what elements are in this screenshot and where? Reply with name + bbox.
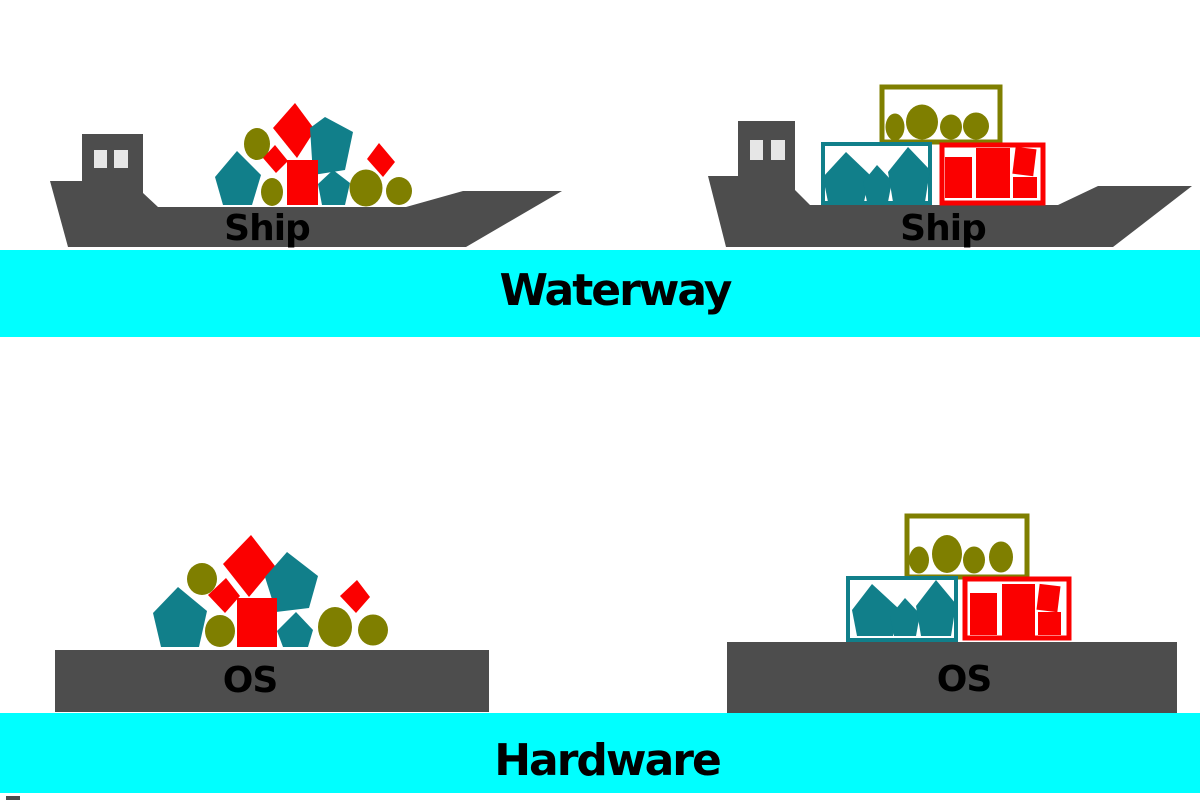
red-box-cargo	[1002, 584, 1035, 636]
waterway-label: Waterway	[500, 265, 732, 316]
hardware-rect	[0, 713, 1200, 793]
right-ship-label: Ship	[900, 208, 986, 249]
circle-cargo	[244, 128, 270, 160]
left-os-label: OS	[223, 660, 278, 701]
pentagon-cargo	[277, 612, 313, 647]
left-os-loose-apps	[153, 535, 388, 647]
red-box-cargo	[287, 160, 318, 205]
circle-cargo	[261, 178, 283, 206]
circle-cargo	[885, 113, 905, 141]
circle-cargo	[940, 114, 962, 140]
red-box-cargo	[945, 157, 972, 198]
red-box-cargo	[1013, 177, 1037, 198]
right-ship-containers	[821, 84, 1046, 206]
red-box-cargo	[208, 578, 240, 613]
circle-cargo	[349, 169, 383, 207]
circle-cargo	[909, 546, 929, 574]
pentagon-cargo	[852, 584, 898, 636]
left-os-rect	[55, 650, 489, 712]
right-os-rect	[727, 642, 1177, 713]
pentagon-cargo	[310, 117, 353, 175]
window-icon	[750, 140, 763, 160]
right-ship: Ship	[708, 121, 1192, 249]
circle-cargo	[318, 607, 352, 647]
right-os-containers	[846, 513, 1072, 642]
circle-cargo	[932, 535, 962, 573]
circle-cargo	[205, 615, 235, 647]
red-box-cargo	[340, 580, 370, 613]
red-box-cargo	[273, 103, 315, 158]
window-icon	[771, 140, 785, 160]
red-box-cargo	[237, 598, 277, 647]
right-os-platform: OS	[727, 642, 1177, 713]
red-box-cargo	[970, 593, 997, 635]
red-box-cargo	[1038, 612, 1061, 635]
circle-cargo	[963, 112, 989, 140]
waterway-band: Waterway	[0, 250, 1200, 337]
window-icon	[94, 150, 107, 168]
pentagon-cargo	[916, 580, 956, 636]
right-os-label: OS	[937, 659, 992, 700]
red-box-cargo	[976, 148, 1010, 198]
window-icon	[114, 150, 128, 168]
circle-cargo	[386, 177, 412, 205]
left-os-platform: OS	[55, 650, 489, 712]
circle-cargo	[358, 614, 388, 646]
red-box-cargo	[367, 143, 395, 177]
pentagon-cargo	[890, 598, 920, 636]
hardware-band: Hardware	[0, 713, 1200, 800]
red-box-cargo	[1012, 146, 1037, 177]
waterway-rect	[0, 250, 1200, 337]
left-ship-hull	[50, 134, 562, 247]
right-ship-hull	[708, 121, 1192, 247]
left-ship-loose-cargo	[215, 103, 412, 207]
left-ship: Ship	[50, 134, 562, 249]
pentagon-cargo	[265, 552, 318, 612]
circle-cargo	[906, 104, 938, 140]
corner-fragment	[6, 796, 20, 800]
circle-cargo	[187, 563, 217, 595]
hardware-label: Hardware	[494, 735, 720, 786]
circle-cargo	[963, 546, 985, 574]
circle-cargo	[989, 541, 1013, 573]
red-box-cargo	[263, 145, 288, 173]
pentagon-cargo	[215, 151, 261, 205]
pentagon-cargo	[153, 587, 207, 647]
pentagon-cargo	[823, 152, 870, 202]
red-box-cargo	[1036, 583, 1061, 613]
pentagon-cargo	[888, 147, 930, 202]
pentagon-cargo	[318, 170, 350, 205]
red-box-cargo	[223, 535, 275, 597]
left-ship-label: Ship	[224, 208, 310, 249]
pentagon-cargo	[863, 165, 892, 202]
